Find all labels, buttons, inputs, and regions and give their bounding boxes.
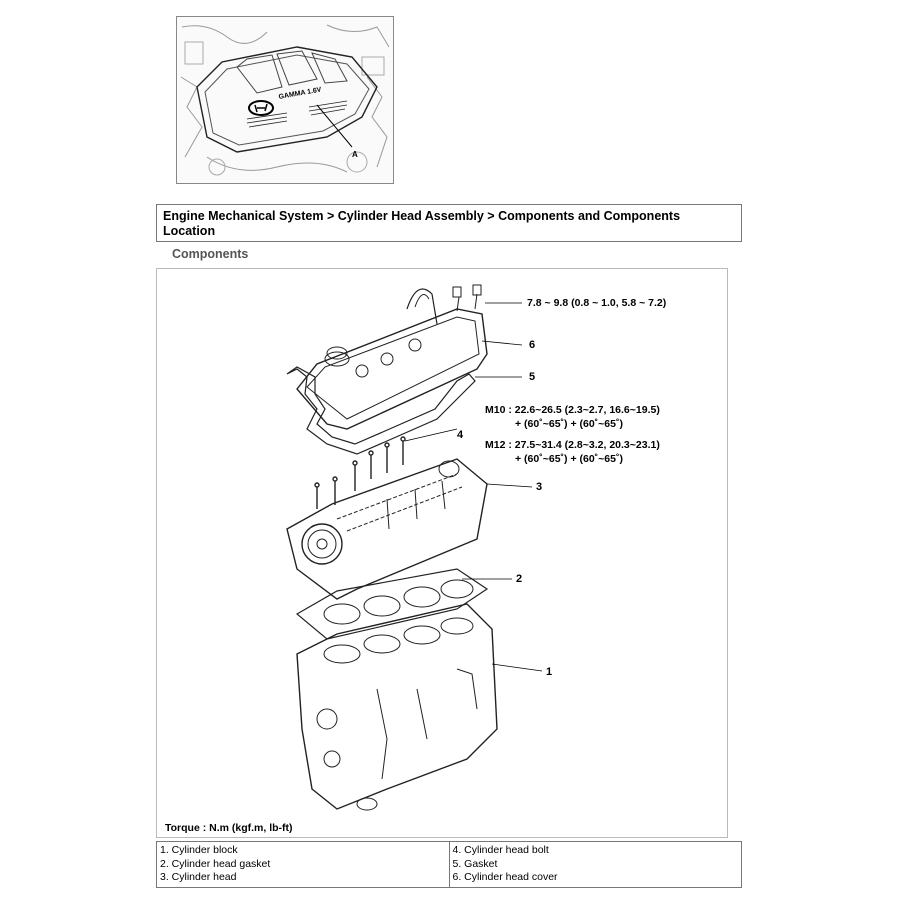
- components-diagram: 7.8 ~ 9.8 (0.8 ~ 1.0, 5.8 ~ 7.2) 6 5 M10…: [156, 268, 728, 838]
- head-bolts-drawing: [314, 436, 406, 509]
- legend-item: 1. Cylinder block: [160, 844, 238, 856]
- cover-gasket-drawing: [286, 366, 476, 455]
- legend-left-column: 1. Cylinder block 2. Cylinder head gaske…: [156, 841, 450, 888]
- callout-2: 2: [516, 573, 523, 585]
- legend-right-column: 4. Cylinder head bolt 5. Gasket 6. Cylin…: [448, 841, 742, 888]
- legend-item: 6. Cylinder head cover: [452, 871, 558, 883]
- cylinder-head-drawing: [286, 458, 488, 600]
- cover-bolt-torque: 7.8 ~ 9.8 (0.8 ~ 1.0, 5.8 ~ 7.2): [527, 297, 667, 309]
- components-legend-table: 1. Cylinder block 2. Cylinder head gaske…: [156, 841, 742, 888]
- m12-torque-line2: + (60˚~65˚) + (60˚~65˚): [515, 453, 623, 465]
- torque-units-caption: Torque : N.m (kgf.m, lb-ft): [165, 822, 293, 834]
- head-gasket-drawing: [295, 568, 489, 640]
- callout-5: 5: [529, 371, 536, 383]
- cylinder-block-drawing: [296, 603, 498, 811]
- legend-item: 4. Cylinder head bolt: [452, 844, 549, 856]
- callout-4: 4: [457, 429, 464, 441]
- legend-item: 3. Cylinder head: [160, 871, 237, 883]
- callout-6: 6: [529, 339, 536, 351]
- engine-cover-figure: GAMMA 1.6V A: [176, 16, 394, 184]
- legend-item: 2. Cylinder head gasket: [160, 857, 271, 870]
- legend-item: 5. Gasket: [452, 857, 498, 870]
- m10-torque-line2: + (60˚~65˚) + (60˚~65˚): [515, 418, 623, 430]
- section-title: Components: [172, 247, 249, 261]
- engine-cover-illustration: GAMMA 1.6V A: [180, 24, 390, 176]
- breadcrumb: Engine Mechanical System > Cylinder Head…: [156, 204, 742, 242]
- cylinder-head-cover-drawing: [296, 284, 488, 430]
- badge-label: GAMMA 1.6V: [278, 86, 322, 100]
- m12-torque-line1: M12 : 27.5~31.4 (2.8~3.2, 20.3~23.1): [485, 439, 660, 451]
- exploded-view-illustration: [286, 284, 543, 811]
- callout-3: 3: [536, 481, 543, 493]
- callout-1: 1: [546, 666, 553, 678]
- m10-torque-line1: M10 : 22.6~26.5 (2.3~2.7, 16.6~19.5): [485, 404, 660, 416]
- callout-a: A: [352, 150, 358, 159]
